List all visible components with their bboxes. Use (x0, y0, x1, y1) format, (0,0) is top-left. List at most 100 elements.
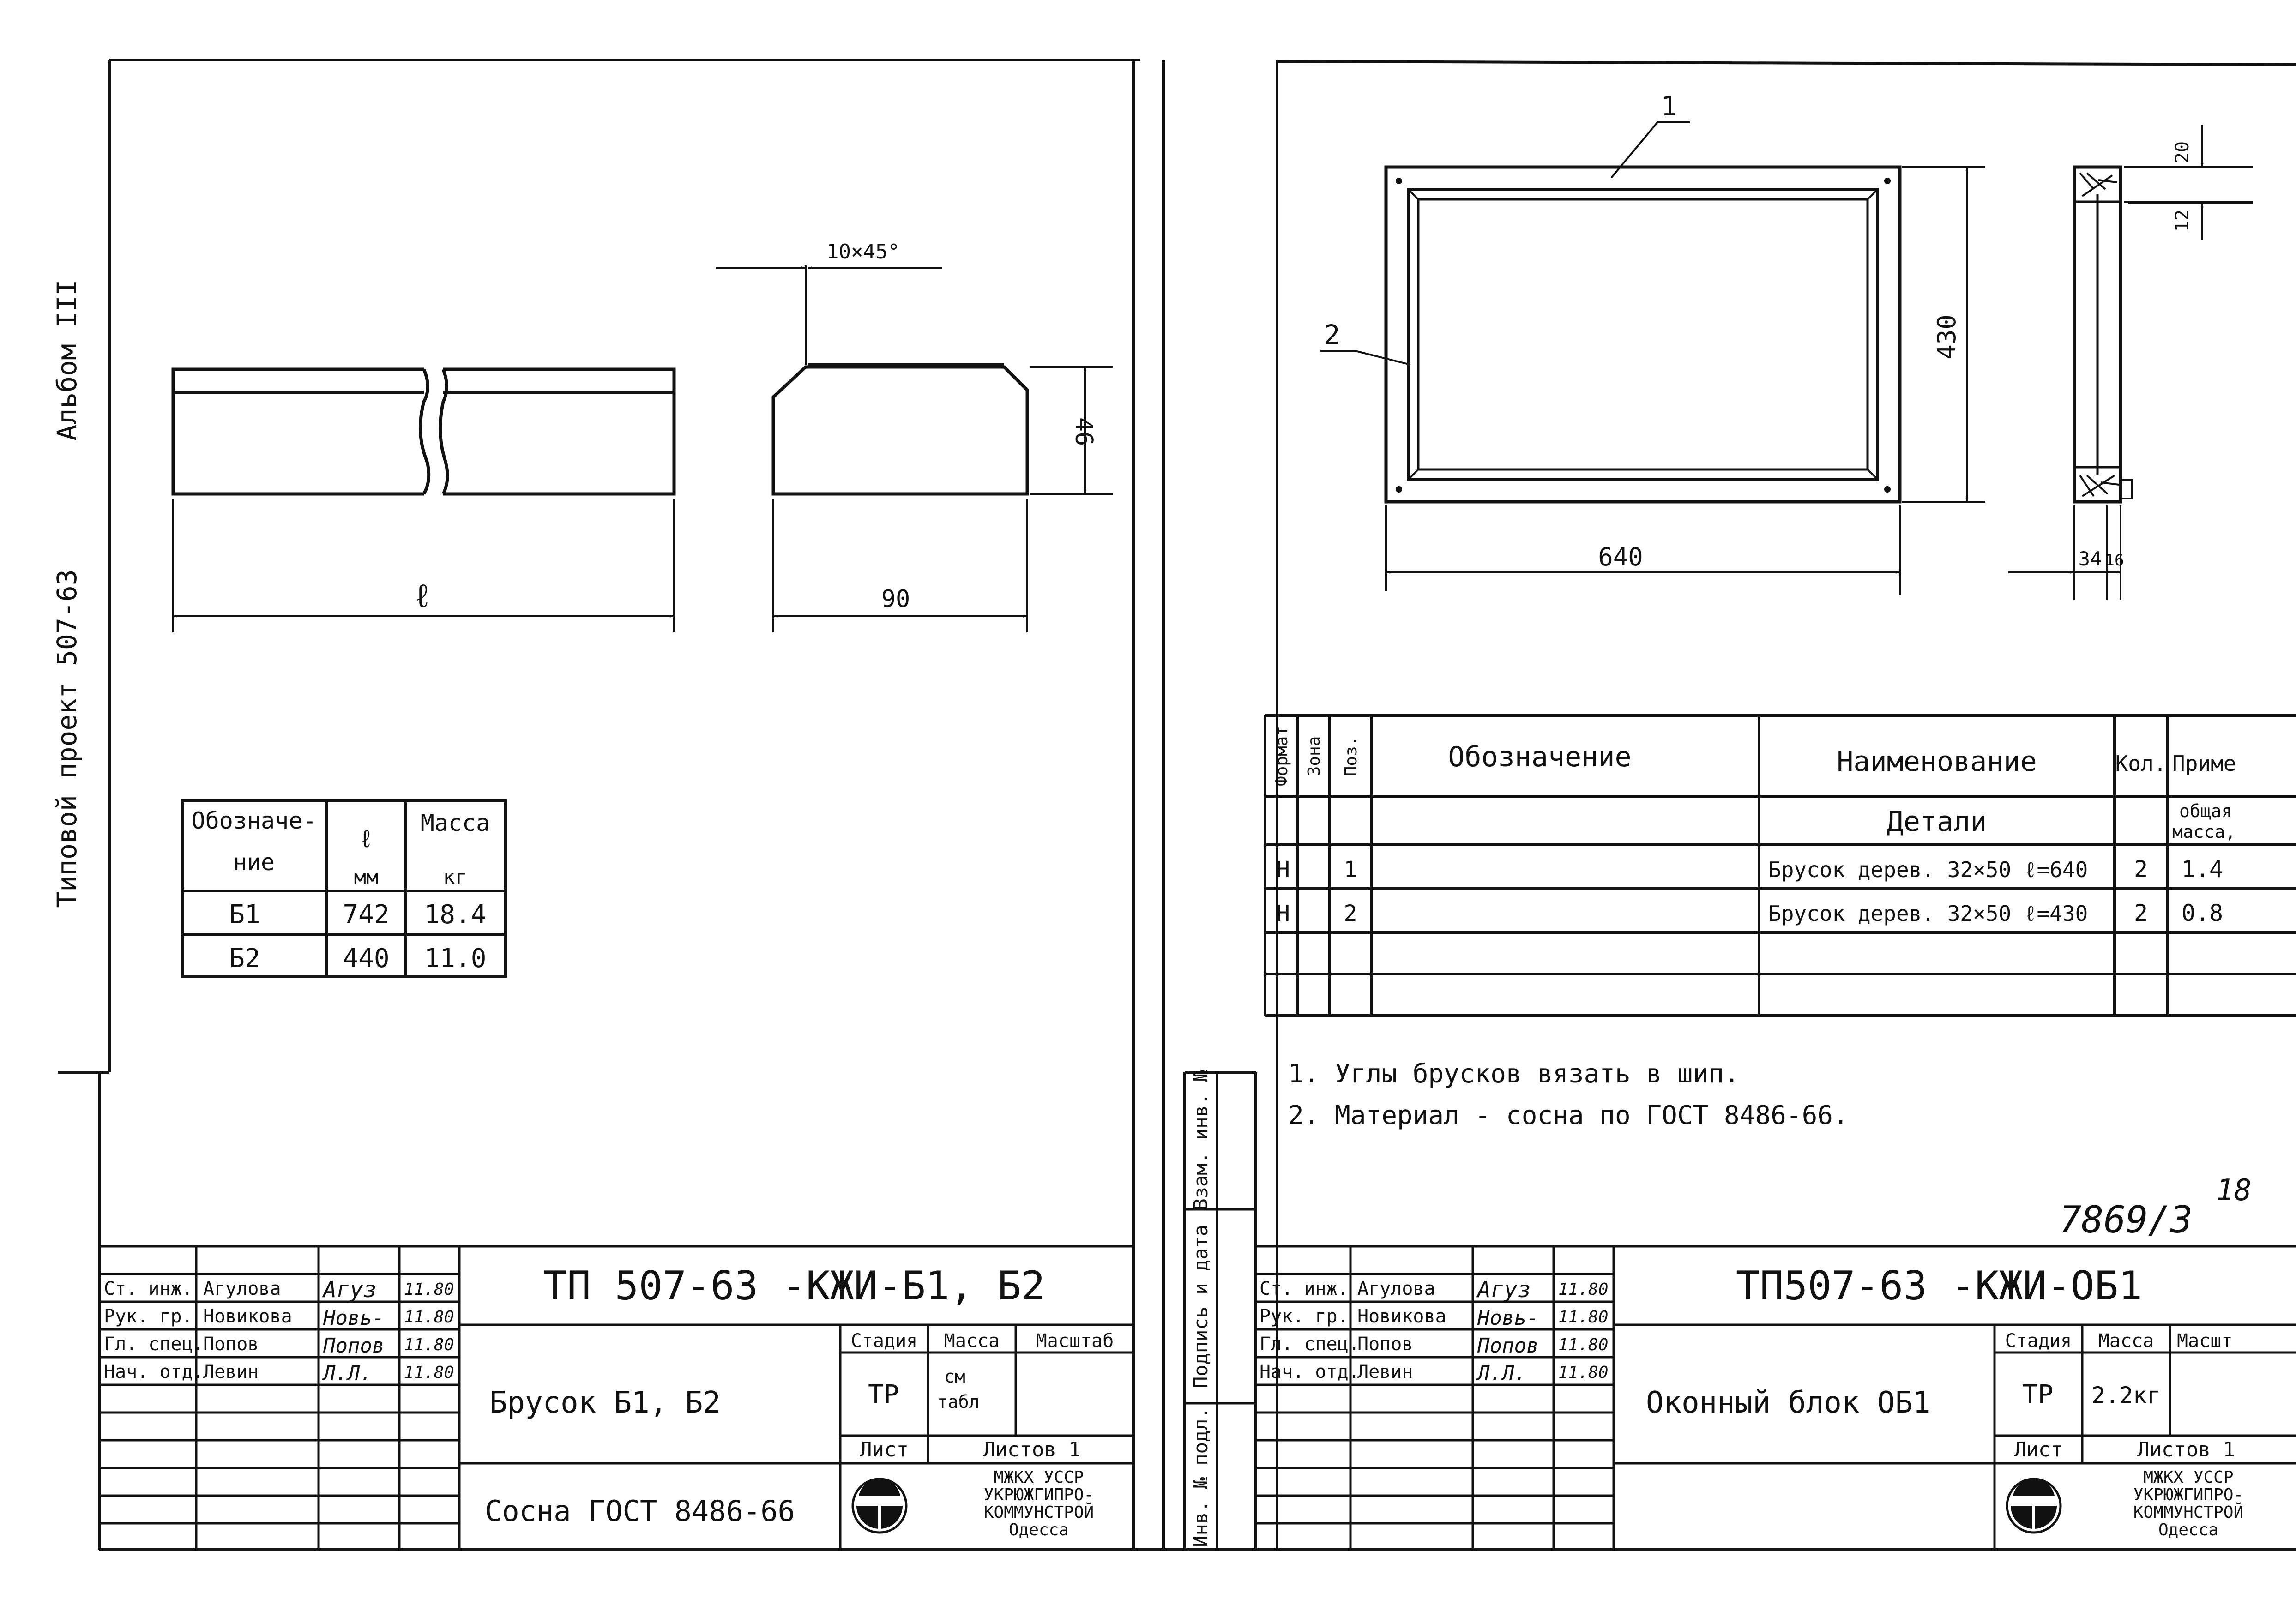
title-block-left: Ст. инж. Агулова Агуз 11.80 Рук. гр. Нов… (99, 1245, 1133, 1550)
spec-h-note: Приме (2172, 751, 2236, 776)
staff-role: Нач. отд. (104, 1361, 204, 1383)
spec-h-zone: Зона (1305, 736, 1324, 776)
org-line-1: МЖКХ УССР (994, 1468, 1084, 1487)
project-label: Типовой проект 507-63 (51, 569, 83, 908)
staff-signature: Попов (1477, 1334, 1538, 1358)
mass-value-1: см (944, 1366, 965, 1387)
scale-label: Масшт (2177, 1330, 2232, 1352)
dim-16: 16 (2105, 551, 2124, 570)
bar-width-dim: 90 (881, 585, 910, 613)
sheets-label: Листов 1 (983, 1438, 1081, 1461)
staff-signature: Агуз (322, 1277, 377, 1303)
window-width-dim: 640 (1598, 542, 1643, 571)
staff-signature: Л.Л. (321, 1362, 372, 1385)
staff-name: Агулова (1357, 1278, 1435, 1299)
org-logo (851, 1478, 908, 1534)
spec-qty: 2 (2134, 856, 2148, 883)
item-name: Оконный блок ОБ1 (1646, 1386, 1931, 1420)
org-line-2: УКРЮЖГИПРО- (984, 1485, 1094, 1504)
staff-name: Попов (1357, 1334, 1413, 1355)
mass-value-2: табл (937, 1392, 980, 1412)
dim-20: 20 (2172, 141, 2193, 163)
document-code: ТП 507-63 -КЖИ-Б1, Б2 (543, 1263, 1045, 1309)
spec-format: Н (1277, 857, 1290, 883)
org-line-1: МЖКХ УССР (2143, 1468, 2233, 1487)
stage-value: ТР (2022, 1380, 2053, 1410)
mass-value: 2.2кг (2091, 1382, 2161, 1409)
staff-date: 11.80 (404, 1335, 454, 1354)
spec-name: Брусок дерев. 32×50 ℓ=640 (1768, 857, 2088, 882)
stage-value: ТР (868, 1380, 899, 1410)
staff-role: Ст. инж. (1259, 1278, 1349, 1299)
bar-table-h3u: кг (443, 866, 468, 889)
staff-row: Рук. гр. Новикова Новь- 11.80 (104, 1306, 454, 1330)
vzam-inv-label: Взам. инв. № (1189, 1070, 1212, 1210)
mass-label: Масса (944, 1330, 1000, 1352)
bar-long-view (171, 367, 676, 632)
sheet-number: 18 (2216, 1173, 2252, 1208)
spec-section-title: Детали (1887, 806, 1987, 838)
bar-code: Б2 (229, 944, 260, 974)
sheet-frames (58, 59, 2296, 1551)
position-2-label: 2 (1324, 319, 1340, 350)
bar-table-h1a: Обозначе- (192, 807, 317, 834)
window-section-view (2008, 125, 2253, 600)
staff-signature: Новь- (323, 1306, 384, 1330)
inv-podl-label: Инв. № подл. (1189, 1407, 1212, 1547)
staff-role: Нач. отд. (1259, 1361, 1360, 1383)
staff-date: 11.80 (1558, 1280, 1608, 1299)
staff-row: Нач. отд. Левин Л.Л. 11.80 (1259, 1361, 1608, 1385)
staff-name: Новикова (1357, 1306, 1446, 1327)
bar-mass: 11.0 (424, 944, 487, 974)
org-logo (2006, 1478, 2062, 1534)
org-line-4: Одесса (1009, 1521, 1069, 1539)
position-1-label: 1 (1661, 90, 1677, 122)
staff-role: Гл. спец. (1259, 1334, 1360, 1355)
title-block-right: Ст. инж. Агулова Агуз 11.80 Рук. гр. Нов… (1256, 1245, 2296, 1550)
staff-role: Рук. гр. (1259, 1306, 1349, 1327)
bar-section-view (716, 265, 1113, 632)
corner-dots (1396, 178, 1891, 493)
bar-length: 742 (343, 900, 389, 930)
table-row: Н 2 Брусок дерев. 32×50 ℓ=430 2 0.8 (1277, 900, 2223, 926)
table-row: Н 1 Брусок дерев. 32×50 ℓ=640 2 1.4 (1277, 856, 2223, 883)
org-line-3: КОММУНСТРОЙ (2133, 1503, 2243, 1522)
scale-label: Масштаб (1036, 1330, 1114, 1352)
sheet-label: Лист (2014, 1438, 2063, 1461)
spec-format: Н (1277, 901, 1290, 926)
album-label: Альбом III (51, 279, 83, 440)
spec-note: 0.8 (2182, 900, 2223, 926)
spec-h-pos: Поз. (1342, 736, 1361, 776)
mass-label: Масса (2098, 1330, 2154, 1352)
spec-name: Брусок дерев. 32×50 ℓ=430 (1768, 901, 2088, 926)
staff-role: Гл. спец. (104, 1334, 204, 1355)
staff-role: Рук. гр. (104, 1306, 193, 1327)
dim-34: 34 (2079, 547, 2102, 570)
staff-name: Левин (1357, 1361, 1413, 1383)
staff-date: 11.80 (404, 1363, 454, 1382)
spec-note: 1.4 (2182, 856, 2223, 883)
staff-signature: Попов (323, 1334, 384, 1358)
staff-name: Агулова (203, 1278, 281, 1299)
bar-table-h1b: ние (233, 849, 275, 876)
spec-h-name: Наименование (1837, 745, 2037, 778)
spec-h-designation: Обозначение (1448, 741, 1631, 773)
material: Сосна ГОСТ 8486-66 (485, 1494, 795, 1528)
org-line-4: Одесса (2158, 1521, 2218, 1539)
staff-row: Гл. спец. Попов Попов 11.80 (104, 1334, 454, 1358)
staff-date: 11.80 (404, 1280, 454, 1299)
stage-label: Стадия (2005, 1330, 2072, 1352)
staff-date: 11.80 (1558, 1335, 1608, 1354)
sheet-label: Лист (860, 1438, 909, 1461)
bar-mass: 18.4 (424, 900, 487, 930)
spec-qty: 2 (2134, 900, 2148, 926)
note-1: 1. Углы брусков вязать в шип. (1288, 1059, 1740, 1089)
staff-name: Новикова (203, 1306, 292, 1327)
staff-signature: Л.Л. (1476, 1362, 1526, 1385)
staff-row: Нач. отд. Левин Л.Л. 11.80 (104, 1361, 454, 1385)
spec-h-format: Формат (1272, 726, 1291, 786)
staff-name: Левин (203, 1361, 259, 1383)
bar-table-h2u: мм (354, 866, 379, 889)
document-code: ТП507-63 -КЖИ-ОБ1 (1736, 1263, 2142, 1309)
